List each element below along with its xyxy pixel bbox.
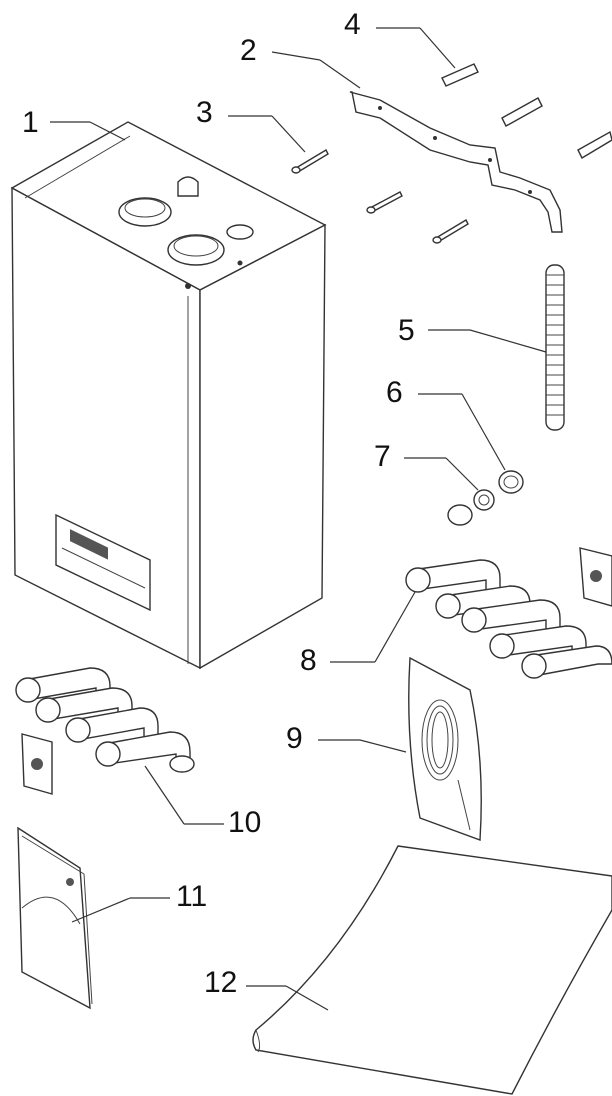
svg-text:11: 11 <box>176 880 207 913</box>
callout-8: 8 <box>300 591 416 677</box>
callout-10: 10 <box>144 765 261 839</box>
svg-text:3: 3 <box>196 96 213 129</box>
svg-text:6: 6 <box>386 376 403 409</box>
callout-3: 3 <box>196 96 306 153</box>
callout-9: 9 <box>286 722 407 755</box>
pipe-connectors-set-icon <box>15 667 195 795</box>
manual-booklet-icon <box>17 826 93 1010</box>
svg-text:10: 10 <box>228 806 261 839</box>
callout-7: 7 <box>374 440 479 491</box>
cable-pack-icon <box>408 656 482 841</box>
callout-6: 6 <box>386 376 506 471</box>
svg-text:12: 12 <box>204 966 237 999</box>
boiler-unit-icon <box>10 121 327 670</box>
svg-text:2: 2 <box>240 34 257 67</box>
callout-11: 11 <box>71 880 207 923</box>
paper-template-icon <box>252 845 612 1095</box>
callout-2: 2 <box>240 34 361 89</box>
svg-text:5: 5 <box>398 314 415 347</box>
svg-text:8: 8 <box>300 644 317 677</box>
svg-text:1: 1 <box>22 106 39 139</box>
fitting-ring-icon <box>498 470 524 494</box>
wall-plug-icon <box>441 63 612 159</box>
screw-icon <box>291 149 469 244</box>
callout-12: 12 <box>204 966 329 1011</box>
o-ring-and-nut-icon <box>447 489 495 526</box>
callout-5: 5 <box>398 314 547 353</box>
pipe-connectors-icon <box>405 547 612 679</box>
svg-text:7: 7 <box>374 440 391 473</box>
svg-text:9: 9 <box>286 722 303 755</box>
mounting-bracket-icon <box>349 91 563 233</box>
callout-4: 4 <box>344 8 456 69</box>
flexible-hose-icon <box>545 264 565 431</box>
svg-text:4: 4 <box>344 8 361 41</box>
callout-1: 1 <box>22 106 126 141</box>
